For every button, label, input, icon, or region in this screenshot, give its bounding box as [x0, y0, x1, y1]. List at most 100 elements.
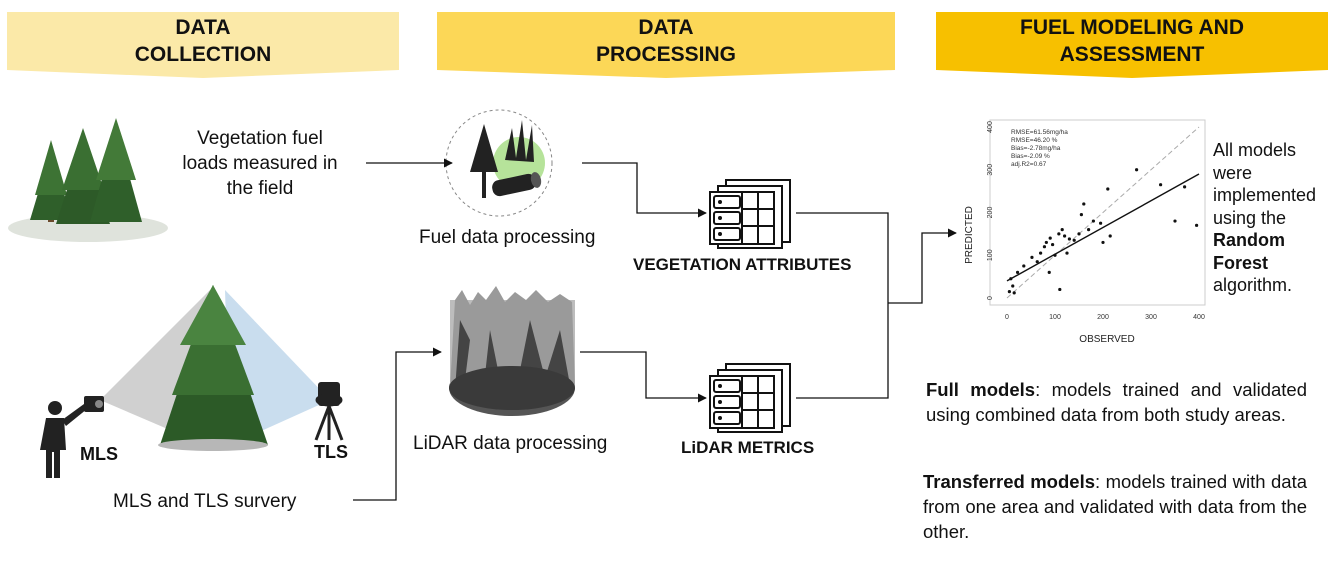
header-title-line2: ASSESSMENT — [1059, 43, 1205, 66]
data-point — [1159, 183, 1163, 187]
data-point — [1047, 270, 1051, 274]
data-point — [1015, 270, 1020, 274]
data-point — [1030, 255, 1034, 259]
field-measurement-label: Vegetation fuel loads measured in the fi… — [182, 128, 338, 199]
table-icon-lidar — [709, 363, 791, 433]
full-models-description: Full models: models trained and validate… — [926, 377, 1307, 427]
survey-label: MLS and TLS survery — [113, 491, 297, 512]
random-forest-note: All models were implemented using the Ra… — [1213, 140, 1317, 295]
header-banner-fill — [437, 12, 895, 78]
data-point — [1077, 232, 1081, 236]
data-point — [1007, 289, 1012, 294]
data-point — [1101, 240, 1105, 245]
vegetation-attributes-label: VEGETATION ATTRIBUTES — [633, 255, 852, 274]
connector-lidar-to-merge — [796, 303, 889, 399]
tree-icon-1 — [30, 140, 72, 222]
connector-veg-to-merge — [796, 212, 889, 303]
x-tick-label: 400 — [1193, 314, 1205, 321]
header-title-line1: FUEL MODELING AND — [1020, 16, 1244, 39]
data-point — [1072, 238, 1076, 242]
y-tick-label: 400 — [987, 121, 994, 133]
forest-illustration — [8, 118, 168, 242]
mls-label: MLS — [80, 444, 118, 464]
identity-line — [1006, 126, 1200, 299]
arrow-merge-to-model — [888, 228, 957, 304]
data-point — [1065, 251, 1069, 255]
data-point — [1048, 236, 1052, 240]
lidar-point-cloud-icon — [449, 286, 575, 416]
y-tick-label: 200 — [987, 207, 994, 219]
scanning-illustration — [40, 285, 344, 478]
stat-label: adj.R2=0.67 — [1011, 161, 1047, 168]
data-point — [1183, 185, 1187, 189]
transferred-models-description: Transferred models: models trained with … — [923, 469, 1307, 544]
data-point — [1053, 253, 1057, 257]
x-tick-label: 300 — [1145, 314, 1157, 321]
full-models-text: : models trained and validated using com… — [926, 379, 1308, 425]
stat-label: Bias=-2.78mg/ha — [1011, 145, 1061, 152]
tree-icon-3 — [90, 118, 142, 222]
y-tick-label: 0 — [987, 296, 994, 300]
data-point — [1011, 284, 1015, 288]
stat-label: RMSE=61.56mg/ha — [1011, 129, 1068, 136]
data-point — [1135, 168, 1139, 172]
tls-scanner-icon — [314, 382, 344, 441]
data-point — [1063, 234, 1067, 238]
header-fuel-modeling: FUEL MODELING AND ASSESSMENT — [936, 12, 1328, 78]
y-axis-label: PREDICTED — [964, 206, 975, 264]
data-point — [1035, 260, 1039, 264]
x-tick-label: 200 — [1097, 314, 1109, 321]
data-point — [1039, 251, 1043, 255]
data-point — [1091, 219, 1095, 223]
full-models-title: Full models — [926, 379, 1036, 400]
header-banner-shape — [7, 12, 399, 78]
data-point — [1099, 221, 1103, 225]
person-mls-icon — [40, 396, 104, 478]
header-data-collection: DATA COLLECTION — [7, 12, 399, 78]
x-tick-label: 0 — [1005, 314, 1009, 321]
arrow-lidar-to-table — [580, 351, 707, 403]
y-tick-label: 100 — [987, 249, 994, 261]
lidar-data-processing-label: LiDAR data processing — [413, 433, 608, 454]
x-tick-label: 100 — [1049, 314, 1061, 321]
lidar-metrics-label: LiDAR METRICS — [681, 438, 815, 457]
data-point — [1195, 223, 1199, 227]
header-title-line1: DATA — [638, 16, 694, 39]
header-banner-shape — [437, 12, 895, 78]
stat-label: Bias=-2.09 % — [1011, 153, 1050, 160]
stat-label: RMSE=46.20 % — [1011, 137, 1058, 144]
data-point — [1087, 228, 1091, 232]
data-point — [1012, 291, 1016, 295]
data-point — [1106, 187, 1110, 191]
data-point — [1060, 228, 1064, 232]
data-point — [1173, 219, 1177, 223]
data-point — [1009, 277, 1013, 281]
data-point — [1067, 237, 1071, 241]
x-axis-label: OBSERVED — [1079, 334, 1134, 345]
tls-label: TLS — [314, 442, 348, 462]
data-point — [1022, 264, 1026, 268]
header-banner-fill — [7, 12, 399, 78]
data-point — [1057, 232, 1061, 236]
connectors — [353, 158, 957, 501]
data-point — [1108, 234, 1112, 238]
transferred-models-title: Transferred models — [923, 471, 1095, 492]
chart-stats: RMSE=61.56mg/ha RMSE=46.20 % Bias=-2.78m… — [1011, 129, 1068, 168]
header-title-line2: COLLECTION — [134, 43, 272, 66]
data-point — [1044, 240, 1048, 245]
header-title-line1: DATA — [175, 16, 231, 39]
data-point — [1042, 245, 1047, 249]
data-point — [1079, 213, 1083, 217]
chart-frame — [989, 119, 1206, 306]
regression-line — [1006, 173, 1200, 282]
header-title-line2: PROCESSING — [595, 43, 737, 66]
header-banner-fill — [936, 12, 1328, 78]
y-tick-label: 300 — [987, 164, 994, 176]
arrow-survey-to-lidar — [353, 347, 442, 501]
transferred-models-text: : models trained with data from one area… — [923, 471, 1307, 542]
fuel-data-processing-label: Fuel data processing — [419, 227, 596, 248]
scatter-chart: RMSE=61.56mg/ha RMSE=46.20 % Bias=-2.78m… — [964, 119, 1206, 345]
data-point — [1051, 242, 1055, 247]
data-point — [1082, 202, 1086, 206]
